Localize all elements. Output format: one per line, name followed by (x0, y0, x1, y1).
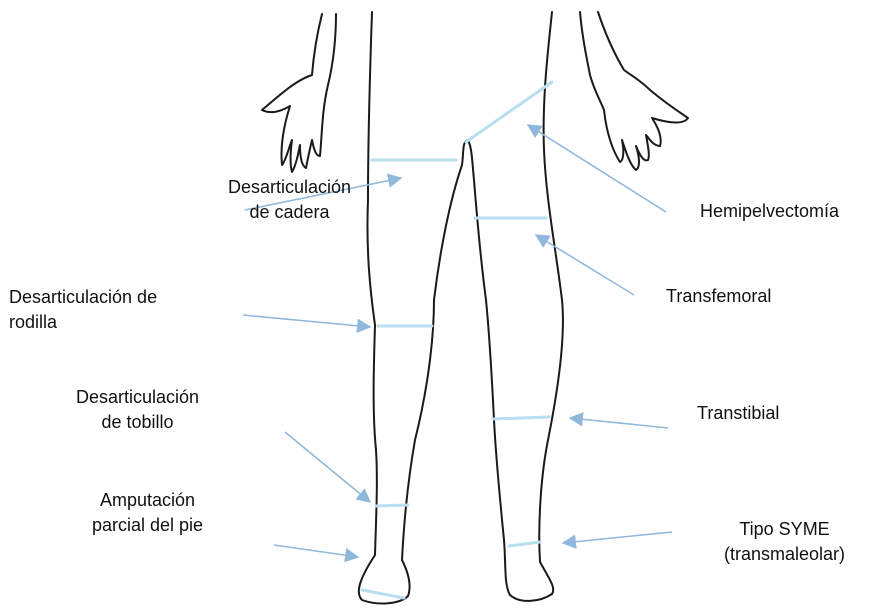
label-transtibial-line1: Transtibial (697, 401, 779, 426)
ankle-arrow (285, 432, 370, 502)
right-arm-outline (580, 12, 688, 170)
label-hip-disarticulation: Desarticulación de cadera (228, 175, 351, 225)
label-partial-foot: Amputación parcial del pie (92, 488, 203, 538)
partial-foot-arrow (274, 545, 358, 557)
label-partial-foot-line1: Amputación (92, 488, 203, 513)
label-transfemoral-line1: Transfemoral (666, 284, 771, 309)
label-knee-disarticulation: Desarticulación de rodilla (9, 285, 157, 335)
label-knee-line1: Desarticulación de (9, 285, 157, 310)
right-inner-leg-outline (468, 12, 563, 601)
left-body-outline (359, 12, 468, 603)
syme-arrow (563, 532, 672, 543)
label-hip-line2: de cadera (228, 200, 351, 225)
ankle-cut-line (376, 505, 408, 506)
label-syme-line1: Tipo SYME (724, 517, 845, 542)
transtibial-cut-line (493, 417, 549, 419)
left-arm-outline (262, 14, 336, 172)
label-knee-line2: rodilla (9, 310, 157, 335)
label-ankle-disarticulation: Desarticulación de tobillo (76, 385, 199, 435)
label-transfemoral: Transfemoral (666, 284, 771, 309)
label-ankle-line2: de tobillo (76, 410, 199, 435)
knee-arrow (243, 315, 370, 327)
transfemoral-arrow (536, 235, 634, 295)
label-syme: Tipo SYME (transmaleolar) (724, 517, 845, 567)
syme-cut-line (509, 542, 540, 546)
label-transtibial: Transtibial (697, 401, 779, 426)
label-hip-line1: Desarticulación (228, 175, 351, 200)
label-hemipelvectomy: Hemipelvectomía (700, 199, 839, 224)
label-ankle-line1: Desarticulación (76, 385, 199, 410)
label-partial-foot-line2: parcial del pie (92, 513, 203, 538)
transtibial-arrow (570, 418, 668, 428)
hemipelvectomy-cut-line (466, 82, 552, 142)
label-hemipelvectomy-line1: Hemipelvectomía (700, 199, 839, 224)
partial-foot-cut-line (362, 590, 404, 598)
label-syme-line2: (transmaleolar) (724, 542, 845, 567)
